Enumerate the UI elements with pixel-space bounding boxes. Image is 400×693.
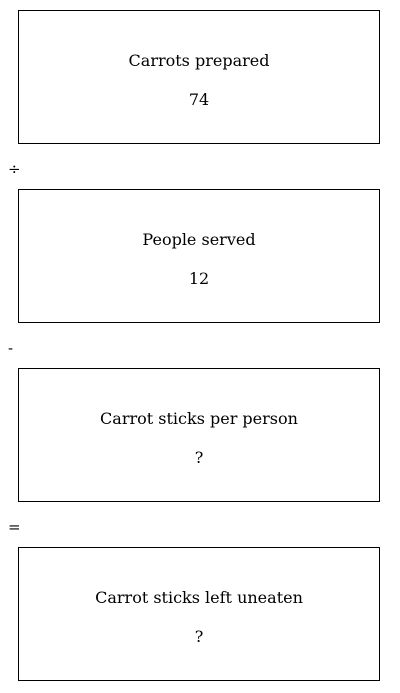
box-value: 12 (188, 269, 210, 288)
people-served-box: People served 12 (18, 189, 380, 323)
box-value: ? (194, 627, 204, 646)
sticks-left-uneaten-box: Carrot sticks left uneaten ? (18, 547, 380, 681)
box-label: People served (142, 230, 256, 249)
minus-operator: - (8, 339, 14, 357)
sticks-per-person-box: Carrot sticks per person ? (18, 368, 380, 502)
divide-operator: ÷ (8, 160, 21, 178)
equals-operator: = (8, 518, 21, 536)
box-label: Carrots prepared (128, 51, 270, 70)
box-value: 74 (188, 90, 210, 109)
box-value: ? (194, 448, 204, 467)
box-label: Carrot sticks per person (100, 409, 298, 428)
carrots-prepared-box: Carrots prepared 74 (18, 10, 380, 144)
box-label: Carrot sticks left uneaten (95, 588, 303, 607)
